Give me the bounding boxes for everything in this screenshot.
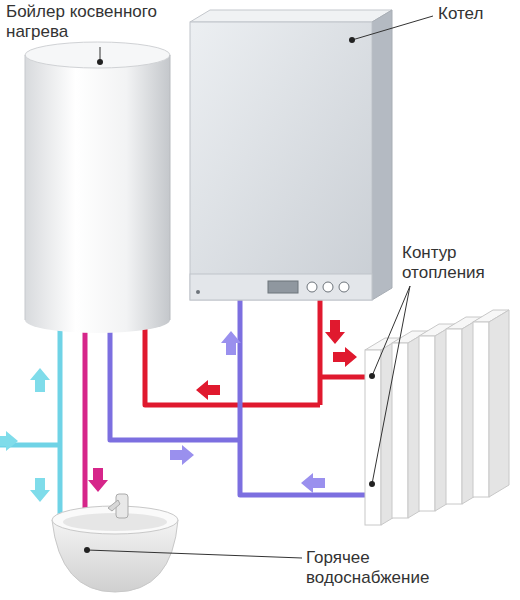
boiler-label: Бойлер косвенного нагрева	[6, 2, 181, 42]
kotel-label: Котел	[438, 4, 516, 24]
hot-water-label: Горячее водоснабжение	[306, 548, 476, 588]
heating-circuit-label: Контур отопления	[402, 243, 514, 283]
